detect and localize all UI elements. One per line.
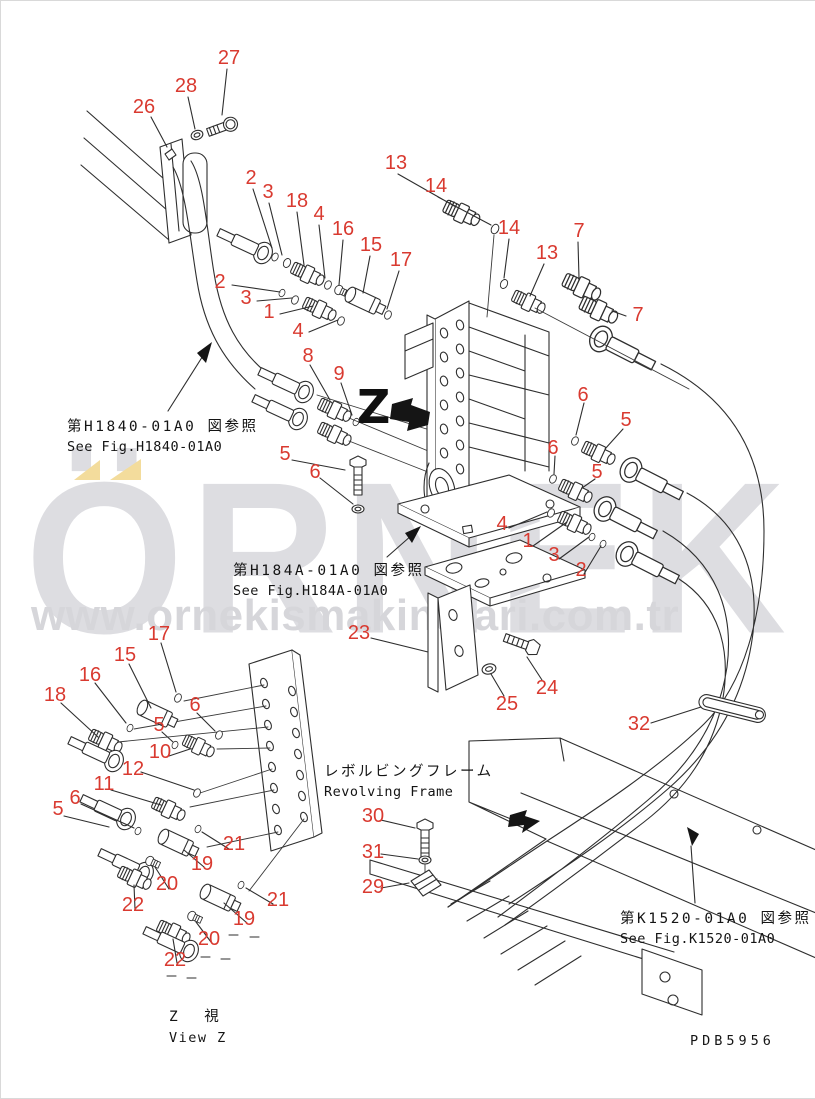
right-upper-cluster (498, 269, 690, 390)
part-label-6-23: 6 (309, 461, 321, 483)
part-label-3-17: 3 (240, 287, 252, 309)
part-label-6-40: 6 (189, 694, 201, 716)
part-label-23-32: 23 (347, 622, 371, 644)
fig-k1520-arrow (687, 827, 699, 904)
z-view-marker: Z (357, 380, 391, 434)
document-code: PDB5956 (690, 1033, 775, 1049)
long-hoses (447, 363, 765, 926)
part-label-29-57: 29 (361, 876, 385, 898)
part-label-3-30: 3 (548, 544, 560, 566)
part-label-15-10: 15 (359, 234, 383, 256)
part-label-30-55: 30 (361, 805, 385, 827)
view-z-label-jp: Z 視 (169, 1009, 225, 1025)
part-label-26-2: 26 (132, 96, 156, 118)
part-label-24-33: 24 (535, 677, 559, 699)
part-label-10-42: 10 (148, 741, 172, 763)
part-label-6-45: 6 (69, 787, 81, 809)
part-label-27-0: 27 (217, 47, 241, 69)
part-label-28-1: 28 (174, 75, 198, 97)
part-label-17-36: 17 (147, 623, 171, 645)
part-label-4-19: 4 (292, 320, 304, 342)
curved-tube (172, 160, 318, 434)
part-label-7-15: 7 (632, 304, 644, 326)
part-label-2-16: 2 (214, 271, 226, 293)
view-z-fittings (64, 692, 260, 979)
part-label-22-54: 22 (163, 949, 187, 971)
part-label-1-18: 1 (263, 301, 275, 323)
part-label-31-56: 31 (361, 841, 385, 863)
note-h184a-jp: 第H184A-01A0 図参照 (233, 563, 425, 579)
part-label-21-51: 21 (266, 889, 290, 911)
part-label-7-14: 7 (573, 220, 585, 242)
part-label-5-46: 5 (52, 798, 64, 820)
view-z-label: Z 視 View Z (169, 1005, 227, 1046)
part-label-9-21: 9 (333, 363, 345, 385)
part-label-25-34: 25 (495, 693, 519, 715)
part-label-5-22: 5 (279, 443, 291, 465)
part-label-20-49: 20 (155, 873, 179, 895)
note-h184a: 第H184A-01A0 図参照 See Fig.H184A-01A0 (233, 559, 425, 599)
part-label-20-53: 20 (197, 928, 221, 950)
note-h1840-en: See Fig.H1840-01A0 (67, 439, 223, 455)
note-revolving-frame: レボルビングフレーム Revolving Frame (324, 760, 494, 800)
note-revolving-frame-en: Revolving Frame (324, 784, 454, 800)
frame-pointer-arrow (508, 810, 540, 833)
part-label-4-28: 4 (496, 513, 508, 535)
part-label-18-39: 18 (43, 684, 67, 706)
hose-clamp-32 (698, 694, 766, 723)
note-revolving-frame-jp: レボルビングフレーム (324, 764, 494, 780)
part-label-14-4: 14 (424, 175, 448, 197)
part-label-22-50: 22 (121, 894, 145, 916)
part-label-18-7: 18 (285, 190, 309, 212)
view-z-plate (117, 649, 323, 892)
note-h1840-jp: 第H1840-01A0 図参照 (67, 419, 259, 435)
bracket-26-assembly (159, 116, 239, 244)
part-label-5-41: 5 (153, 714, 165, 736)
center-bolt-washer (349, 455, 367, 514)
part-label-13-13: 13 (535, 242, 559, 264)
fig-h184a-arrow (386, 526, 421, 558)
part-label-13-3: 13 (384, 152, 408, 174)
z-direction-arrow (390, 398, 430, 431)
part-label-16-9: 16 (331, 218, 355, 240)
part-label-6-26: 6 (547, 437, 559, 459)
plate-23-assembly (424, 539, 586, 693)
part-label-2-5: 2 (245, 167, 257, 189)
part-label-3-6: 3 (262, 181, 274, 203)
part-label-32-35: 32 (627, 713, 651, 735)
note-h184a-en: See Fig.H184A-01A0 (233, 583, 389, 599)
frame-mount-parts (410, 818, 442, 897)
part-label-2-31: 2 (575, 559, 587, 581)
view-z-label-en: View Z (169, 1030, 227, 1046)
part-label-14-12: 14 (497, 217, 521, 239)
part-label-17-11: 17 (389, 249, 413, 271)
part-label-19-48: 19 (190, 853, 214, 875)
part-label-16-38: 16 (78, 664, 102, 686)
part-label-6-24: 6 (577, 384, 589, 406)
part-label-12-43: 12 (121, 758, 145, 780)
part-label-5-27: 5 (591, 461, 603, 483)
part-label-11-44: 11 (93, 773, 115, 795)
fig-h1840-arrow (167, 342, 212, 412)
note-k1520-jp: 第K1520-01A0 図参照 (620, 911, 812, 927)
part-label-21-47: 21 (222, 833, 246, 855)
note-h1840: 第H1840-01A0 図参照 See Fig.H1840-01A0 (67, 415, 259, 455)
part-label-4-8: 4 (313, 203, 325, 225)
part-label-1-29: 1 (522, 530, 534, 552)
part-label-5-25: 5 (620, 409, 632, 431)
watermark-url: www.ornekismakinalari.com.tr (31, 591, 680, 640)
note-k1520: 第K1520-01A0 図参照 See Fig.K1520-01A0 (620, 907, 812, 947)
leader-lines (60, 68, 702, 964)
note-k1520-en: See Fig.K1520-01A0 (620, 931, 776, 947)
upper-fitting-cluster (213, 196, 501, 327)
part-label-8-20: 8 (302, 345, 314, 367)
part-label-15-37: 15 (113, 644, 137, 666)
manifold-block (397, 300, 581, 548)
part-label-19-52: 19 (232, 908, 256, 930)
